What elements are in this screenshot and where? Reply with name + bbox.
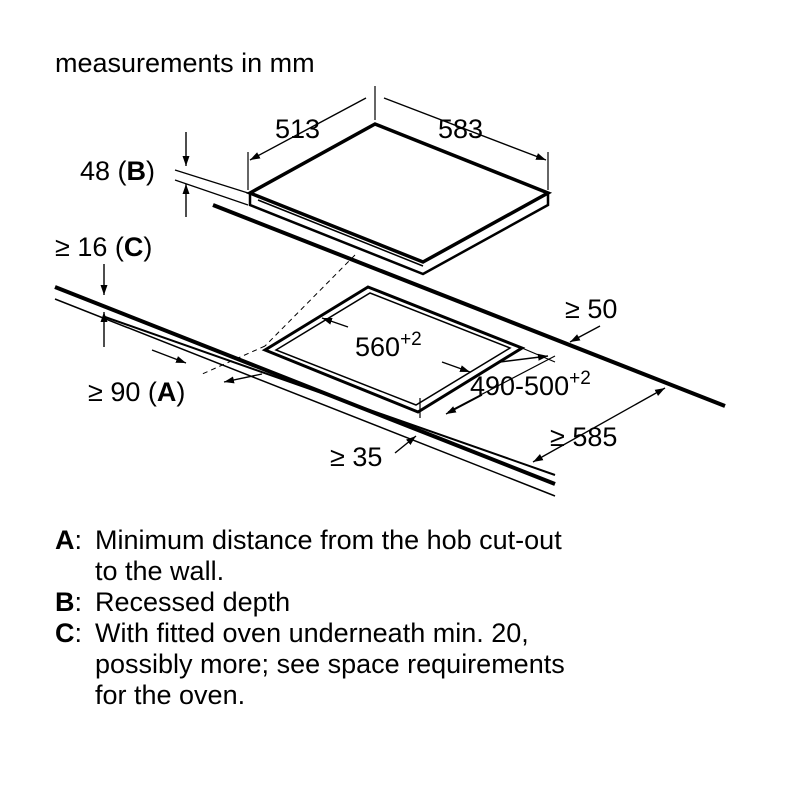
legend-key: A xyxy=(55,525,75,555)
legend-text: Recessed depth xyxy=(95,587,291,617)
arrow-90-left xyxy=(151,349,187,364)
arrow-50 xyxy=(569,325,601,343)
hob-top-surface xyxy=(245,122,553,264)
label-cutout-width: 560+2 xyxy=(355,329,422,362)
worktop-front-edge-bottom xyxy=(54,298,556,497)
arrow-585 xyxy=(532,387,666,463)
label-hob-width: 583 xyxy=(438,114,483,144)
legend-text: Minimum distance from the hob cut-out xyxy=(95,525,562,555)
guide-lines xyxy=(199,254,356,376)
worktop xyxy=(54,203,726,497)
arrow-35-left xyxy=(394,435,417,454)
label-front-edge-min: ≥ 35 xyxy=(330,442,382,472)
arrow-560-right xyxy=(441,361,471,373)
hob-side-edge xyxy=(248,193,550,276)
arrow-500-bottom xyxy=(445,394,483,415)
legend-text: possibly more; see space requirements xyxy=(95,649,565,679)
worktop-underside xyxy=(104,316,556,476)
legend-item-c: C: With fitted oven underneath min. 20, … xyxy=(55,618,775,711)
legend: A: Minimum distance from the hob cut-out… xyxy=(55,525,775,711)
hob xyxy=(245,122,553,276)
worktop-front-edge-top xyxy=(54,285,556,486)
dimension-arrows xyxy=(100,97,666,463)
legend-key: B xyxy=(55,587,75,617)
worktop-rear-edge xyxy=(212,203,726,408)
label-worktop-depth-min: ≥ 585 xyxy=(550,422,617,452)
legend-text: to the wall. xyxy=(95,556,225,586)
arrow-90-right xyxy=(223,373,263,384)
hob-rim-edge xyxy=(257,199,424,267)
legend-item-a: A: Minimum distance from the hob cut-out… xyxy=(55,525,775,587)
legend-text: for the oven. xyxy=(95,680,246,710)
arrow-583 xyxy=(383,97,547,161)
label-wall-distance: ≥ 90 (A) xyxy=(88,377,185,407)
arrow-560-left xyxy=(321,317,349,328)
cutout-inner xyxy=(274,292,512,406)
label-oven-gap: ≥ 16 (C) xyxy=(55,232,152,262)
legend-item-b: B: Recessed depth xyxy=(55,587,775,618)
label-recessed-depth: 48 (B) xyxy=(80,156,155,186)
label-hob-depth: 513 xyxy=(275,114,320,144)
legend-text: With fitted oven underneath min. 20, xyxy=(95,618,529,648)
label-cutout-depth: 490-500+2 xyxy=(470,368,591,401)
measurements-title: measurements in mm xyxy=(55,48,315,78)
label-rear-edge-min: ≥ 50 xyxy=(565,294,617,324)
arrow-513 xyxy=(249,97,367,161)
arrow-500-top xyxy=(499,353,549,363)
legend-key: C xyxy=(55,618,75,648)
